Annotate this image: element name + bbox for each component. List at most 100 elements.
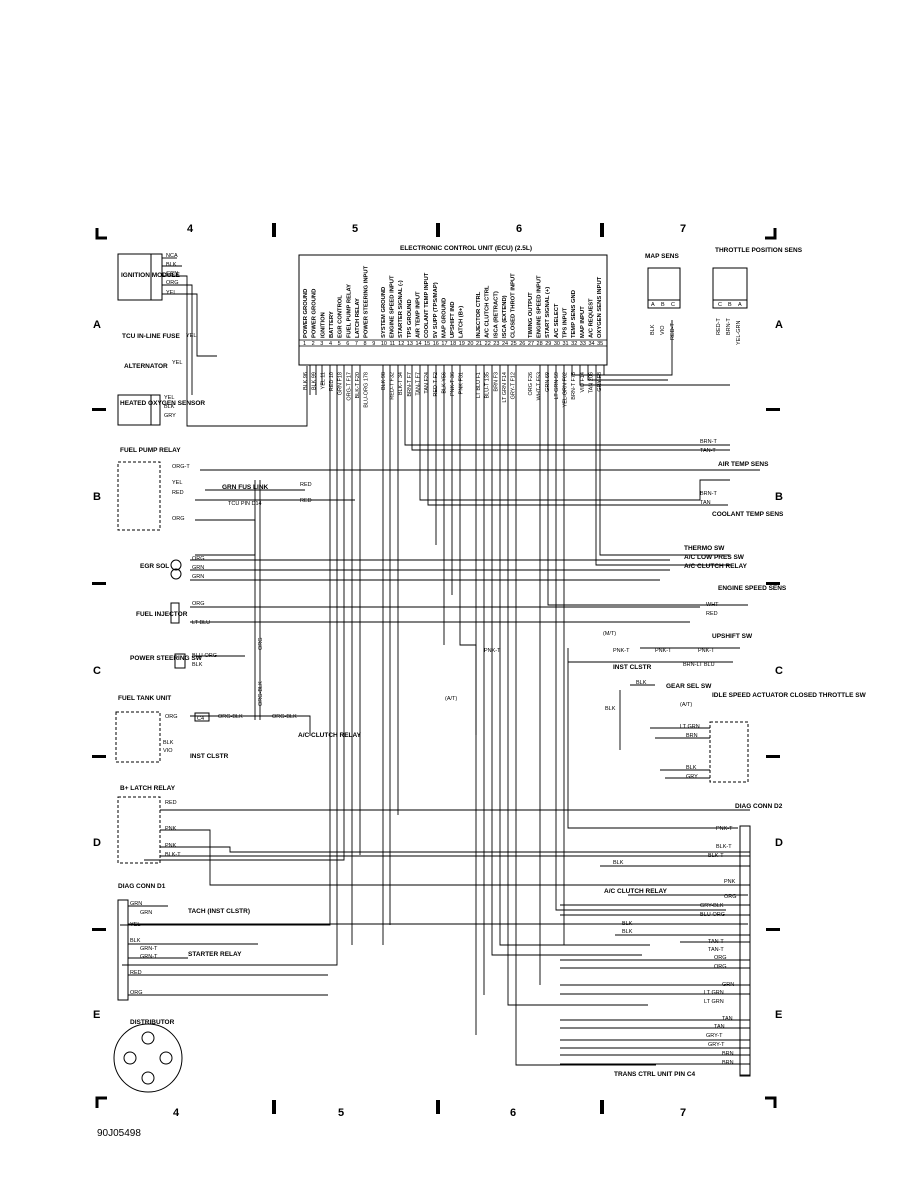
svg-text:YEL-GRN: YEL-GRN (736, 321, 742, 345)
svg-text:UPSHIFT SW: UPSHIFT SW (712, 633, 753, 640)
svg-text:ORG-BLK: ORG-BLK (272, 714, 297, 720)
ecu-pin-wire: YEL-GRN F62 (563, 372, 569, 407)
svg-text:LT GRN: LT GRN (704, 990, 724, 996)
svg-text:RED-T: RED-T (670, 323, 676, 340)
svg-text:FUEL TANK UNIT: FUEL TANK UNIT (118, 695, 171, 702)
svg-text:PNK-T: PNK-T (655, 648, 672, 654)
ecu-pin-number: 4 (329, 341, 332, 347)
svg-text:ORG: ORG (714, 955, 727, 961)
svg-text:GRN: GRN (192, 565, 204, 571)
ecu-pin-function: IGNITION (320, 312, 326, 338)
ecu-pin-number: 25 (511, 341, 517, 347)
svg-text:GRY-T: GRY-T (708, 1042, 725, 1048)
row-a-right: A (775, 319, 783, 331)
svg-text:TRANS CTRL UNIT PIN C4: TRANS CTRL UNIT PIN C4 (614, 1071, 696, 1078)
diag-conn-d1: DIAG CONN D1 GRN GRN TACH (INST CLSTR) Y… (117, 883, 250, 1001)
svg-text:YEL: YEL (186, 333, 196, 339)
ecu-pin-function: ENGINE SPEED INPUT (390, 275, 396, 338)
svg-text:PNK-T: PNK-T (716, 826, 733, 832)
ecu-pin-function: EGR CONTROL (338, 295, 344, 338)
svg-text:BLU-ORG: BLU-ORG (192, 653, 217, 659)
svg-text:BRN: BRN (722, 1060, 734, 1066)
ecu-pin-number: 28 (537, 341, 543, 347)
ecu-pin-number: 23 (493, 341, 499, 347)
ecu-pin-number: 22 (485, 341, 491, 347)
svg-text:A/C CLUTCH RELAY: A/C CLUTCH RELAY (604, 888, 668, 895)
svg-text:(A/T): (A/T) (680, 702, 692, 708)
ecu-pin-wire: TAN-T F7 (415, 372, 421, 396)
svg-text:GRN-T: GRN-T (140, 946, 158, 952)
svg-text:BLK: BLK (650, 324, 656, 335)
svg-text:RED: RED (300, 498, 312, 504)
row-e-left: E (93, 1009, 100, 1021)
ecu-pin-function: MAP INPUT (580, 306, 586, 338)
ecu-pin-wire: LT BLU F1 (476, 372, 482, 398)
svg-text:GRN: GRN (130, 901, 142, 907)
ecu-pin-function: STARTER SIGNAL (-) (398, 280, 404, 338)
svg-text:LT GRN: LT GRN (680, 724, 700, 730)
svg-text:A: A (651, 302, 655, 308)
ecu-pin-wire: PNK F31 (459, 372, 465, 394)
ecu-pin-function: AIR TEMP INPUT (415, 291, 421, 338)
ecu-pin-number: 31 (563, 341, 569, 347)
svg-text:HEATED OXYGEN SENSOR: HEATED OXYGEN SENSOR (120, 400, 205, 407)
ecu-pin-function: 5V SUPP (TPS/MAP) (433, 282, 439, 338)
svg-text:STARTER RELAY: STARTER RELAY (188, 951, 242, 958)
ecu-pin-function: INJECTOR CTRL (476, 291, 482, 338)
ecu-pin-function: CLOSED THROT INPUT (511, 273, 517, 338)
svg-text:ENGINE SPEED SENS: ENGINE SPEED SENS (718, 585, 787, 592)
svg-text:RED: RED (300, 482, 312, 488)
tick-marks (92, 223, 780, 1114)
svg-text:TAN-T: TAN-T (708, 947, 724, 953)
svg-text:B+ LATCH RELAY: B+ LATCH RELAY (120, 785, 176, 792)
svg-text:ORG: ORG (166, 280, 179, 286)
svg-text:BRN: BRN (686, 733, 698, 739)
throttle-position-sensor: THROTTLE POSITION SENS C B A RED-T BRN-T… (712, 247, 803, 345)
ecu-pin-number: 34 (588, 341, 594, 347)
svg-text:AIR TEMP SENS: AIR TEMP SENS (718, 461, 769, 468)
svg-text:A: A (738, 302, 742, 308)
ecu-pin-function: UPSHIFT IND (450, 302, 456, 338)
svg-text:GRN: GRN (166, 271, 178, 277)
svg-text:A/C CLUTCH RELAY: A/C CLUTCH RELAY (298, 732, 362, 739)
svg-text:(M/T): (M/T) (603, 631, 616, 637)
ecu-pin-function: LATCH RELAY (355, 298, 361, 338)
svg-text:BRN-T: BRN-T (700, 439, 717, 445)
svg-text:C4: C4 (197, 716, 204, 722)
ecu-pin-wire: BRN-T F7 (407, 372, 413, 397)
ecu-pin-function: A/C CLUTCH CTRL (485, 285, 491, 338)
svg-text:THROTTLE POSITION SENS: THROTTLE POSITION SENS (715, 247, 803, 254)
ecu-pin-number: 18 (450, 341, 456, 347)
ecu-pin-number: 15 (424, 341, 430, 347)
svg-text:FUEL INJECTOR: FUEL INJECTOR (136, 611, 188, 618)
ecu-pin-wire: PNK-T 36 (450, 372, 456, 396)
ecu-pin-number: 6 (346, 341, 349, 347)
ac-clutch-relay-left: A/C CLUTCH RELAY (298, 732, 362, 739)
svg-text:BLK-T: BLK-T (716, 844, 732, 850)
ecu-pin-function: TPS GROUND (407, 299, 413, 338)
svg-text:BLK: BLK (622, 921, 633, 927)
svg-text:GRN: GRN (140, 910, 152, 916)
ecu-pin-number: 30 (554, 341, 560, 347)
row-a-left: A (93, 319, 101, 331)
svg-text:BLK: BLK (164, 404, 175, 410)
svg-text:ORG: ORG (130, 990, 143, 996)
ecu-pin-number: 1 (303, 341, 306, 347)
corner-marks (95, 228, 777, 1108)
grid-labels: 4 5 6 7 4 5 6 7 A B C D E A B C D E (93, 223, 783, 1119)
svg-text:PNK-T: PNK-T (484, 648, 501, 654)
ecu-pin-function: ENGINE SPEED INPUT (537, 275, 543, 338)
ecu-pin-function: MAP GROUND (441, 298, 447, 338)
power-steering-sw: POWER STEERING SW BLU-ORG BLK (130, 653, 217, 669)
svg-text:DIAG CONN D2: DIAG CONN D2 (735, 803, 783, 810)
svg-text:GRN: GRN (722, 982, 734, 988)
svg-text:PNK-T: PNK-T (613, 648, 630, 654)
svg-text:GRY: GRY (164, 413, 176, 419)
ecu-pin-number: 11 (390, 341, 396, 347)
ecu-pin-number: 17 (441, 341, 447, 347)
ecu-pin-wire: YEL 11 (320, 372, 326, 389)
ecu-pin-number: 21 (476, 341, 482, 347)
svg-text:YEL: YEL (166, 290, 176, 296)
svg-text:BLK-T: BLK-T (165, 852, 181, 858)
